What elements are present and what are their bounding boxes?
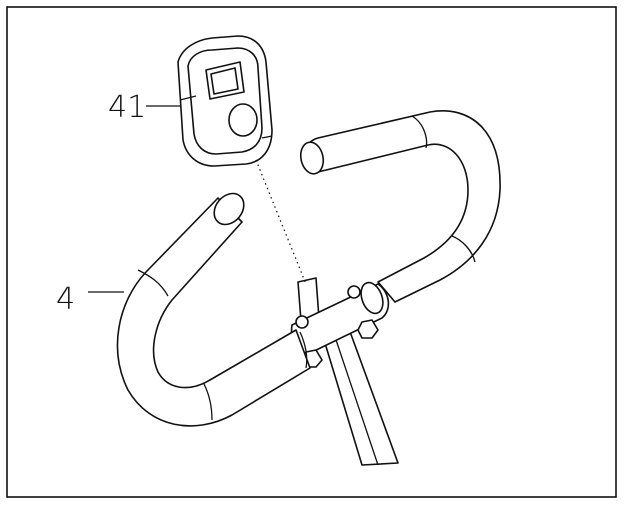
- clamp-nut-right: [357, 319, 379, 339]
- callout-4-label: 4: [56, 282, 75, 317]
- right-grip-end-cap: [299, 141, 325, 175]
- clamp-bolt-left: [295, 315, 309, 329]
- alignment-line: [255, 159, 307, 285]
- console-button: [228, 103, 258, 137]
- handlebar-right-grip: [299, 110, 501, 303]
- left-grip-end-cap: [213, 192, 245, 226]
- handlebar-left-grip: [116, 192, 311, 427]
- callout-41-label: 41: [108, 90, 146, 125]
- clamp-bolt-top: [347, 285, 361, 299]
- console: [177, 35, 273, 167]
- diagram-border: [6, 6, 617, 498]
